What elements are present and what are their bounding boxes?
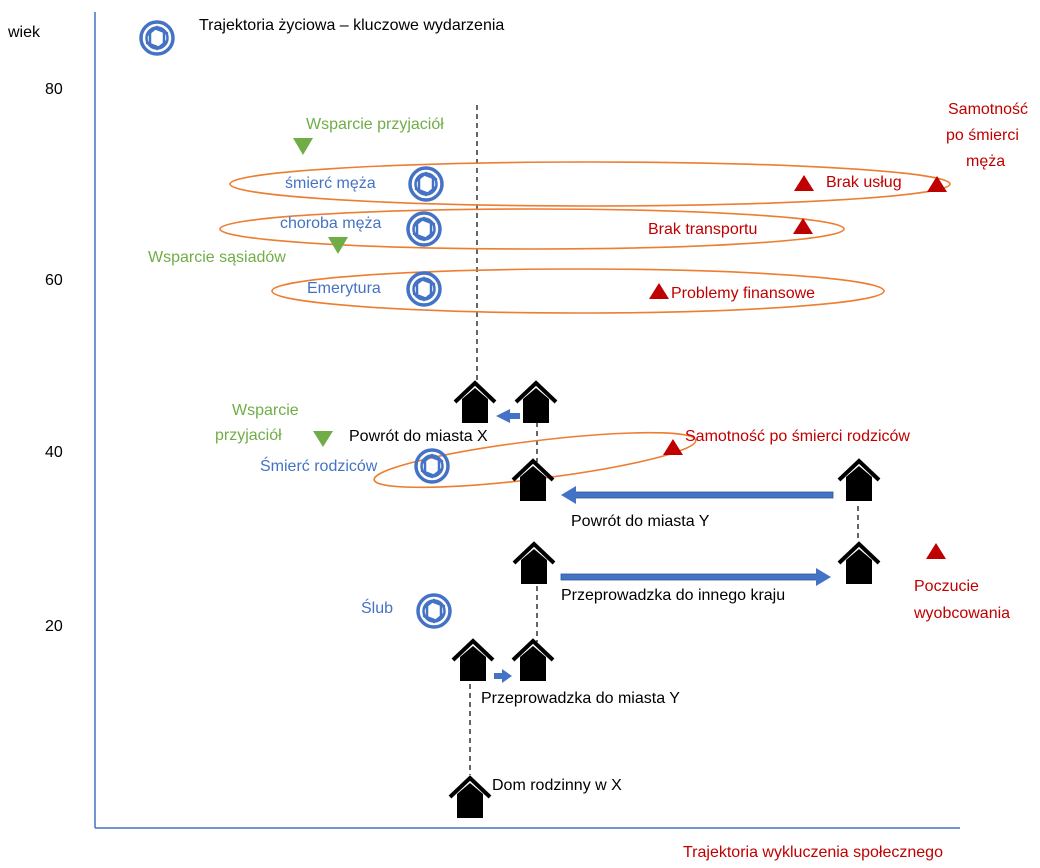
support-przyjaciol-mid-line2: przyjaciół xyxy=(215,427,282,444)
up-triangle-icon xyxy=(926,543,946,559)
aperture-icon xyxy=(416,593,452,629)
exclusion-problemy-finansowe: Problemy finansowe xyxy=(671,285,816,302)
trajectory-dashed-lines xyxy=(469,105,859,775)
down-triangle-icon xyxy=(328,237,348,254)
y-tick-80: 80 xyxy=(45,81,63,98)
move-powrot-x: Powrót do miasta X xyxy=(349,428,488,445)
period-ellipses xyxy=(219,161,951,489)
move-powrot-y: Powrót do miasta Y xyxy=(571,513,710,530)
down-triangle-icon xyxy=(313,431,333,447)
exclusion-samotnosc-line2: po śmierci xyxy=(946,127,1019,144)
arrow-powrot-y xyxy=(561,486,834,504)
house-icon xyxy=(511,639,555,683)
event-choroba-meza: choroba męża xyxy=(280,215,382,232)
ellipse-smierc-meza xyxy=(229,161,951,207)
exclusion-brak-uslug: Brak usług xyxy=(826,174,902,191)
down-triangle-icon xyxy=(293,138,313,155)
house-icon xyxy=(453,381,497,425)
support-triangles xyxy=(293,138,348,447)
support-sasiadow: Wsparcie sąsiadów xyxy=(148,249,286,266)
up-triangle-icon xyxy=(663,439,683,455)
y-tick-20: 20 xyxy=(45,618,63,635)
house-icon xyxy=(512,542,556,586)
house-icon xyxy=(451,639,495,683)
event-emerytura: Emerytura xyxy=(307,280,381,297)
support-przyjaciol-mid-line1: Wsparcie xyxy=(232,402,299,419)
exclusion-poczucie-line2: wyobcowania xyxy=(914,605,1011,622)
move-przeprowadzka-y: Przeprowadzka do miasta Y xyxy=(481,690,680,707)
arrow-powrot-x xyxy=(496,409,520,423)
exclusion-samotnosc-line1: Samotność xyxy=(948,101,1029,118)
aperture-icon xyxy=(406,271,442,307)
house-icon xyxy=(448,776,492,820)
ellipse-choroba-meza xyxy=(219,208,845,250)
legend-title: Trajektoria życiowa – kluczowe wydarzeni… xyxy=(199,17,505,34)
up-triangle-icon xyxy=(793,218,813,234)
aperture-icon xyxy=(414,448,450,484)
ellipse-emerytura xyxy=(271,268,885,314)
y-axis-label: wiek xyxy=(8,24,41,41)
up-triangle-icon xyxy=(649,283,669,299)
move-arrows xyxy=(494,409,834,683)
exclusion-samotnosc-rodzicow: Samotność po śmierci rodziców xyxy=(685,428,910,445)
exclusion-samotnosc-line3: męża xyxy=(966,153,1006,170)
event-smierc-rodzicow: Śmierć rodziców xyxy=(260,458,378,475)
exclusion-poczucie-line1: Poczucie xyxy=(914,578,979,595)
y-tick-40: 40 xyxy=(45,444,63,461)
support-przyjaciol-top: Wsparcie przyjaciół xyxy=(306,116,444,133)
aperture-icon xyxy=(139,20,175,56)
house-icon xyxy=(837,459,881,503)
arrow-przeprowadzka-kraj xyxy=(560,568,831,586)
arrow-przeprowadzka-y xyxy=(494,669,512,683)
y-tick-60: 60 xyxy=(45,272,63,289)
aperture-icon xyxy=(406,211,442,247)
exclusion-triangles xyxy=(649,175,947,559)
up-triangle-icon xyxy=(794,175,814,191)
event-slub: Ślub xyxy=(361,600,394,617)
exclusion-brak-transportu: Brak transportu xyxy=(648,221,758,238)
house-icon xyxy=(837,542,881,586)
event-smierc-meza: śmierć męża xyxy=(285,175,376,192)
move-przeprowadzka-kraj: Przeprowadzka do innego kraju xyxy=(561,587,786,604)
up-triangle-icon xyxy=(927,176,947,192)
house-icon xyxy=(514,381,558,425)
aperture-icon xyxy=(408,166,444,202)
x-axis-label: Trajektoria wykluczenia społecznego xyxy=(683,844,943,861)
move-dom-rodzinny: Dom rodzinny w X xyxy=(492,777,622,794)
